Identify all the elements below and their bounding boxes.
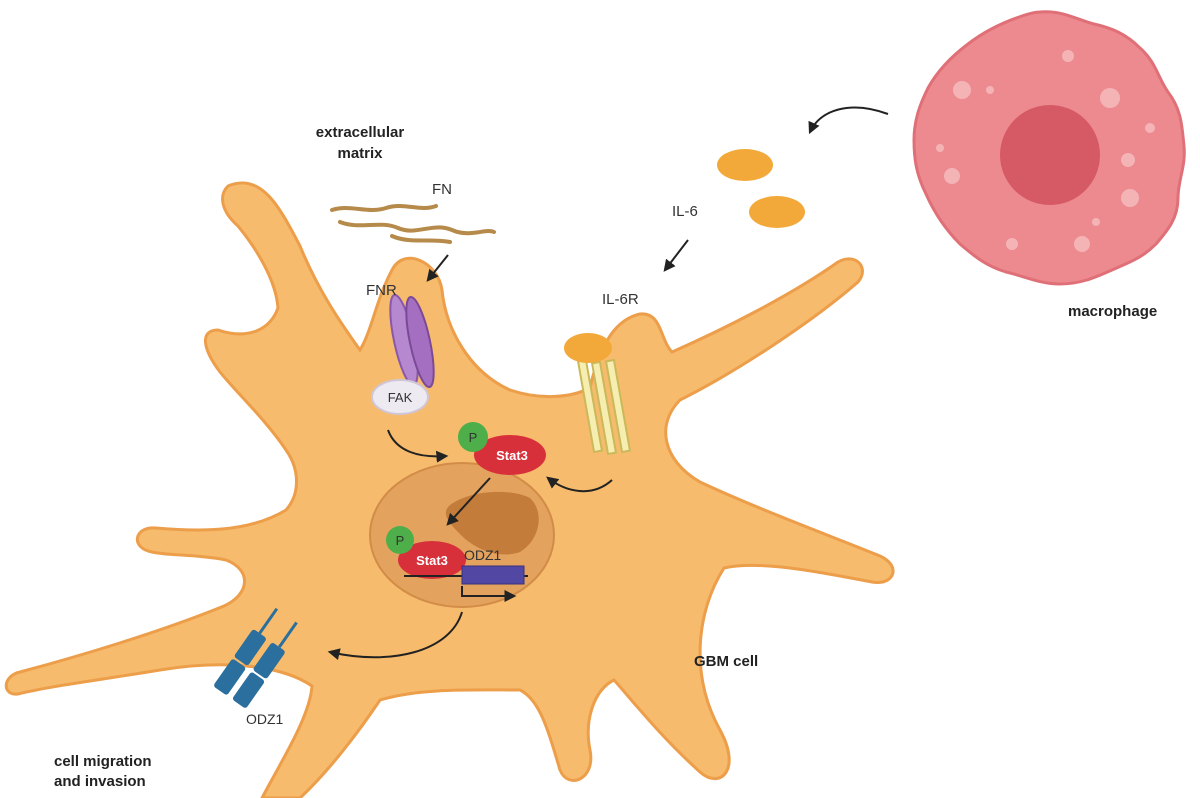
- macrophage-vesicles: [936, 50, 1155, 252]
- arrow-fn-to-fnr: [426, 254, 449, 282]
- odz1-gene-box: [461, 565, 525, 585]
- stat3-cytoplasm: [474, 435, 546, 475]
- nucleolus: [445, 491, 539, 555]
- arrow-il6-to-receptor: [663, 239, 689, 272]
- arrow-macrophage-to-il6: [808, 106, 889, 135]
- il6r-label: IL-6R: [602, 291, 639, 308]
- extracellular-matrix-label-line1: extracellular: [316, 124, 405, 141]
- cell-migration-label-line1: cell migration: [54, 753, 152, 770]
- arrow-il6r-to-stat3: [546, 476, 613, 493]
- arrow-fak-to-stat3: [387, 429, 449, 463]
- extracellular-matrix-label-line2: matrix: [337, 145, 383, 162]
- stat3-label-cytoplasm: Stat3: [496, 448, 528, 463]
- odz1-receptor: [214, 607, 298, 708]
- il6-cytokine-1: [717, 149, 773, 181]
- il6-label: IL-6: [672, 203, 698, 220]
- phospho-cytoplasm: [458, 422, 488, 452]
- fnr-label: FNR: [366, 282, 397, 299]
- il6-bound-to-receptor: [564, 333, 612, 363]
- stat3-nucleus: [398, 541, 466, 579]
- macrophage-label: macrophage: [1068, 303, 1157, 320]
- gbm-cell-label: GBM cell: [694, 653, 758, 670]
- macrophage-nucleus: [1000, 105, 1100, 205]
- fnr-receptor: [389, 293, 435, 389]
- cell-migration-label-line2: and invasion: [54, 773, 146, 790]
- odz1-gene-label: ODZ1: [464, 547, 502, 563]
- transcription-arrow: [461, 586, 517, 602]
- fak-label: FAK: [388, 390, 413, 405]
- il6-cytokine-2: [749, 196, 805, 228]
- fn-label: FN: [432, 181, 452, 198]
- arrow-stat3-to-nucleus: [446, 477, 491, 526]
- stat3-label-nucleus: Stat3: [416, 553, 448, 568]
- p-label-cytoplasm: P: [469, 430, 478, 445]
- il6-receptor: [576, 358, 632, 456]
- fn-fibers: [330, 204, 496, 244]
- phospho-nucleus: [386, 526, 414, 554]
- p-label-nucleus: P: [396, 533, 405, 548]
- odz1-receptor-label: ODZ1: [246, 711, 284, 727]
- fak-protein: [371, 379, 429, 415]
- arrow-nucleus-to-odz1: [327, 611, 463, 661]
